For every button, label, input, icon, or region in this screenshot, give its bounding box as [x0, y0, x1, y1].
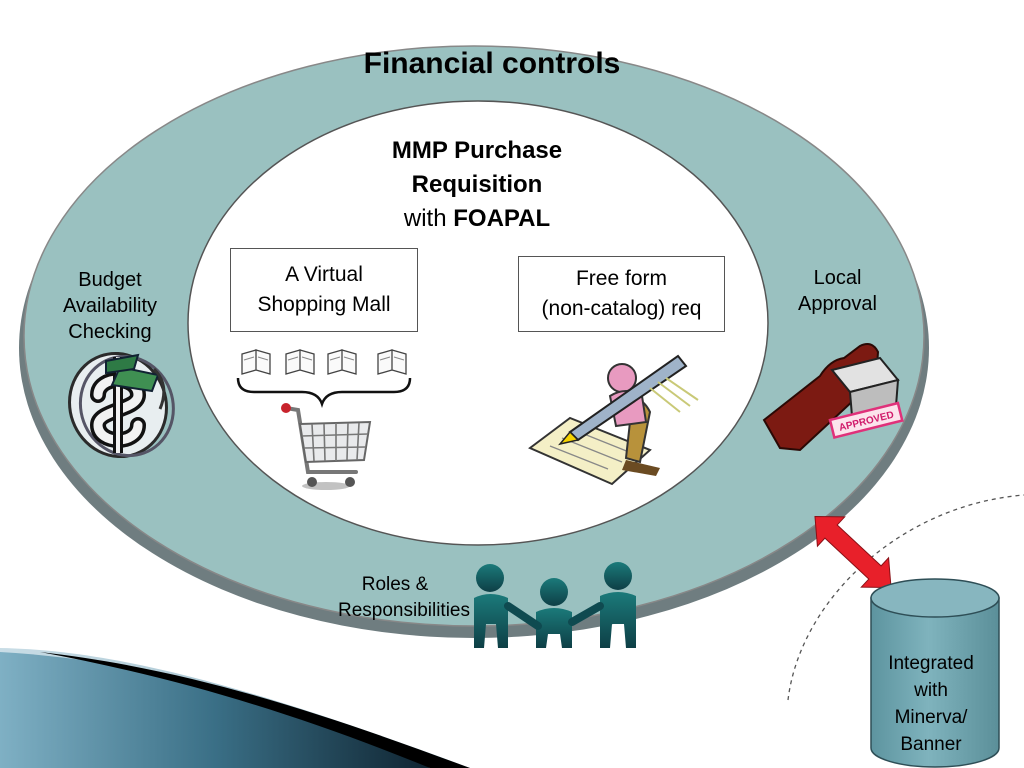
local-line1: Local — [813, 267, 862, 289]
budget-line1: Budget — [78, 269, 142, 291]
writing-pen-clipart-icon — [528, 354, 699, 486]
free-form-line2: (non-catalog) req — [541, 297, 702, 320]
database-line3: Minerva/ — [894, 707, 968, 728]
book-icon — [241, 349, 271, 375]
book-icon — [327, 349, 357, 375]
inner-title-line2: Requisition — [411, 171, 543, 198]
virtual-mall-line1: A Virtual — [285, 263, 363, 286]
roles-line1: Roles & — [361, 574, 429, 595]
local-line2: Approval — [798, 293, 877, 315]
inner-title-with: with — [403, 205, 454, 232]
book-icon — [377, 349, 407, 375]
virtual-mall-line2: Shopping Mall — [257, 293, 391, 316]
database-label: Integrated with Minerva/ Banner — [866, 650, 996, 758]
dollar-clipart-icon — [68, 351, 175, 459]
roles-label: Roles & Responsibilities — [290, 572, 470, 624]
curly-brace — [236, 377, 412, 408]
budget-label: Budget Availability Checking — [35, 267, 185, 345]
database-cylinder-icon — [870, 578, 1000, 768]
approval-stamp-icon: APPROVED — [762, 343, 904, 452]
budget-line3: Checking — [68, 321, 152, 343]
corner-swoosh — [0, 648, 470, 768]
budget-line2: Availability — [62, 295, 158, 317]
inner-title-foapal: FOAPAL — [453, 205, 551, 232]
people-group-icon — [474, 562, 636, 648]
free-form-box: Free form (non-catalog) req — [518, 256, 725, 332]
roles-line2: Responsibilities — [337, 600, 470, 621]
database-line1: Integrated — [888, 653, 974, 674]
virtual-mall-box: A Virtual Shopping Mall — [230, 248, 418, 332]
inner-title-line1: MMP Purchase — [391, 137, 563, 164]
database-line2: with — [914, 680, 948, 701]
inner-title-line3: with FOAPAL — [312, 202, 642, 236]
free-form-line1: Free form — [575, 267, 667, 290]
local-approval-label: Local Approval — [765, 265, 910, 317]
outer-title: Financial controls — [363, 47, 621, 80]
inner-title: MMP Purchase Requisition with FOAPAL — [312, 134, 642, 236]
dashed-arc — [787, 494, 1024, 701]
book-icon — [285, 349, 315, 375]
database-line4: Banner — [900, 734, 962, 755]
shopping-cart-icon — [281, 403, 372, 490]
